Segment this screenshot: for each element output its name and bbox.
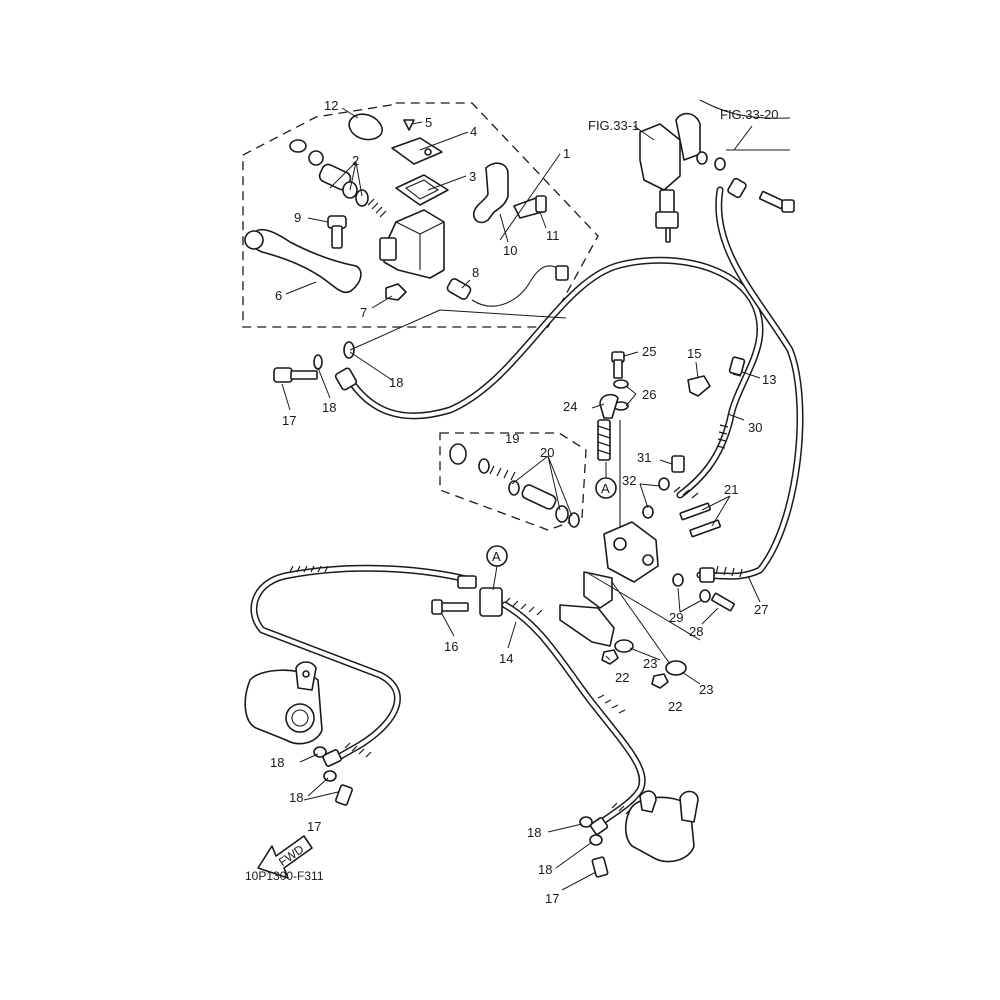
- ref-fig-33-1: FIG.33-1: [588, 118, 639, 133]
- point-a-marker-lower: A: [486, 545, 508, 591]
- master-cylinder-group: [244, 113, 569, 307]
- callout-labels: 1 2 3 4 5 6 7 8 9 10 11 12 13 14 15 16 1…: [270, 98, 776, 906]
- point-a-marker-upper: A: [595, 462, 617, 499]
- callout-31: 31: [637, 450, 651, 465]
- callout-24: 24: [563, 399, 577, 414]
- callout-22-right: 22: [668, 699, 682, 714]
- point-a-upper-label: A: [601, 481, 610, 496]
- callout-7: 7: [360, 305, 367, 320]
- left-brake-caliper: [244, 661, 353, 806]
- callout-12: 12: [324, 98, 338, 113]
- callout-leaders: [281, 107, 761, 891]
- reference-brake-pedal-cylinder: [639, 99, 795, 243]
- brake-hoses: [250, 186, 804, 829]
- callout-29: 29: [669, 610, 683, 625]
- callout-18-left-caliper-a: 18: [270, 755, 284, 770]
- junction-valve-group: [449, 351, 735, 689]
- callout-14: 14: [499, 651, 513, 666]
- callout-9: 9: [294, 210, 301, 225]
- callout-13: 13: [762, 372, 776, 387]
- callout-6: 6: [275, 288, 282, 303]
- callout-18-right-caliper-a: 18: [527, 825, 541, 840]
- point-a-lower-label: A: [492, 549, 501, 564]
- callout-18-upper-right: 18: [389, 375, 403, 390]
- callout-18-right-caliper-b: 18: [538, 862, 552, 877]
- callout-32: 32: [622, 473, 636, 488]
- callout-25: 25: [642, 344, 656, 359]
- callout-19: 19: [505, 431, 519, 446]
- callout-28: 28: [689, 624, 703, 639]
- hose-fittings: [322, 177, 747, 835]
- callout-22-left: 22: [615, 670, 629, 685]
- callout-18-upper-left: 18: [322, 400, 336, 415]
- master-union-hardware: [273, 341, 355, 383]
- right-brake-caliper: [579, 790, 699, 878]
- callout-23-left: 23: [643, 656, 657, 671]
- callout-1: 1: [563, 146, 570, 161]
- callout-17-left-caliper: 17: [307, 819, 321, 834]
- callout-30: 30: [748, 420, 762, 435]
- callout-27: 27: [754, 602, 768, 617]
- callout-23-right: 23: [699, 682, 713, 697]
- callout-4: 4: [470, 124, 477, 139]
- callout-18-left-caliper-b: 18: [289, 790, 303, 805]
- callout-10: 10: [503, 243, 517, 258]
- callout-15: 15: [687, 346, 701, 361]
- figure-code: 10P1300-F311: [245, 869, 324, 883]
- hose-junction-block: [431, 587, 503, 617]
- callout-20: 20: [540, 445, 554, 460]
- callout-11: 11: [546, 228, 560, 243]
- callout-5: 5: [425, 115, 432, 130]
- callout-16: 16: [444, 639, 458, 654]
- callout-3: 3: [469, 169, 476, 184]
- callout-8: 8: [472, 265, 479, 280]
- callout-26: 26: [642, 387, 656, 402]
- callout-17-right-caliper: 17: [545, 891, 559, 906]
- ref-fig-33-20: FIG.33-20: [720, 107, 779, 122]
- master-cylinder-assembly-outline: [242, 102, 599, 328]
- callout-21: 21: [724, 482, 738, 497]
- callout-2: 2: [352, 153, 359, 168]
- callout-17-upper: 17: [282, 413, 296, 428]
